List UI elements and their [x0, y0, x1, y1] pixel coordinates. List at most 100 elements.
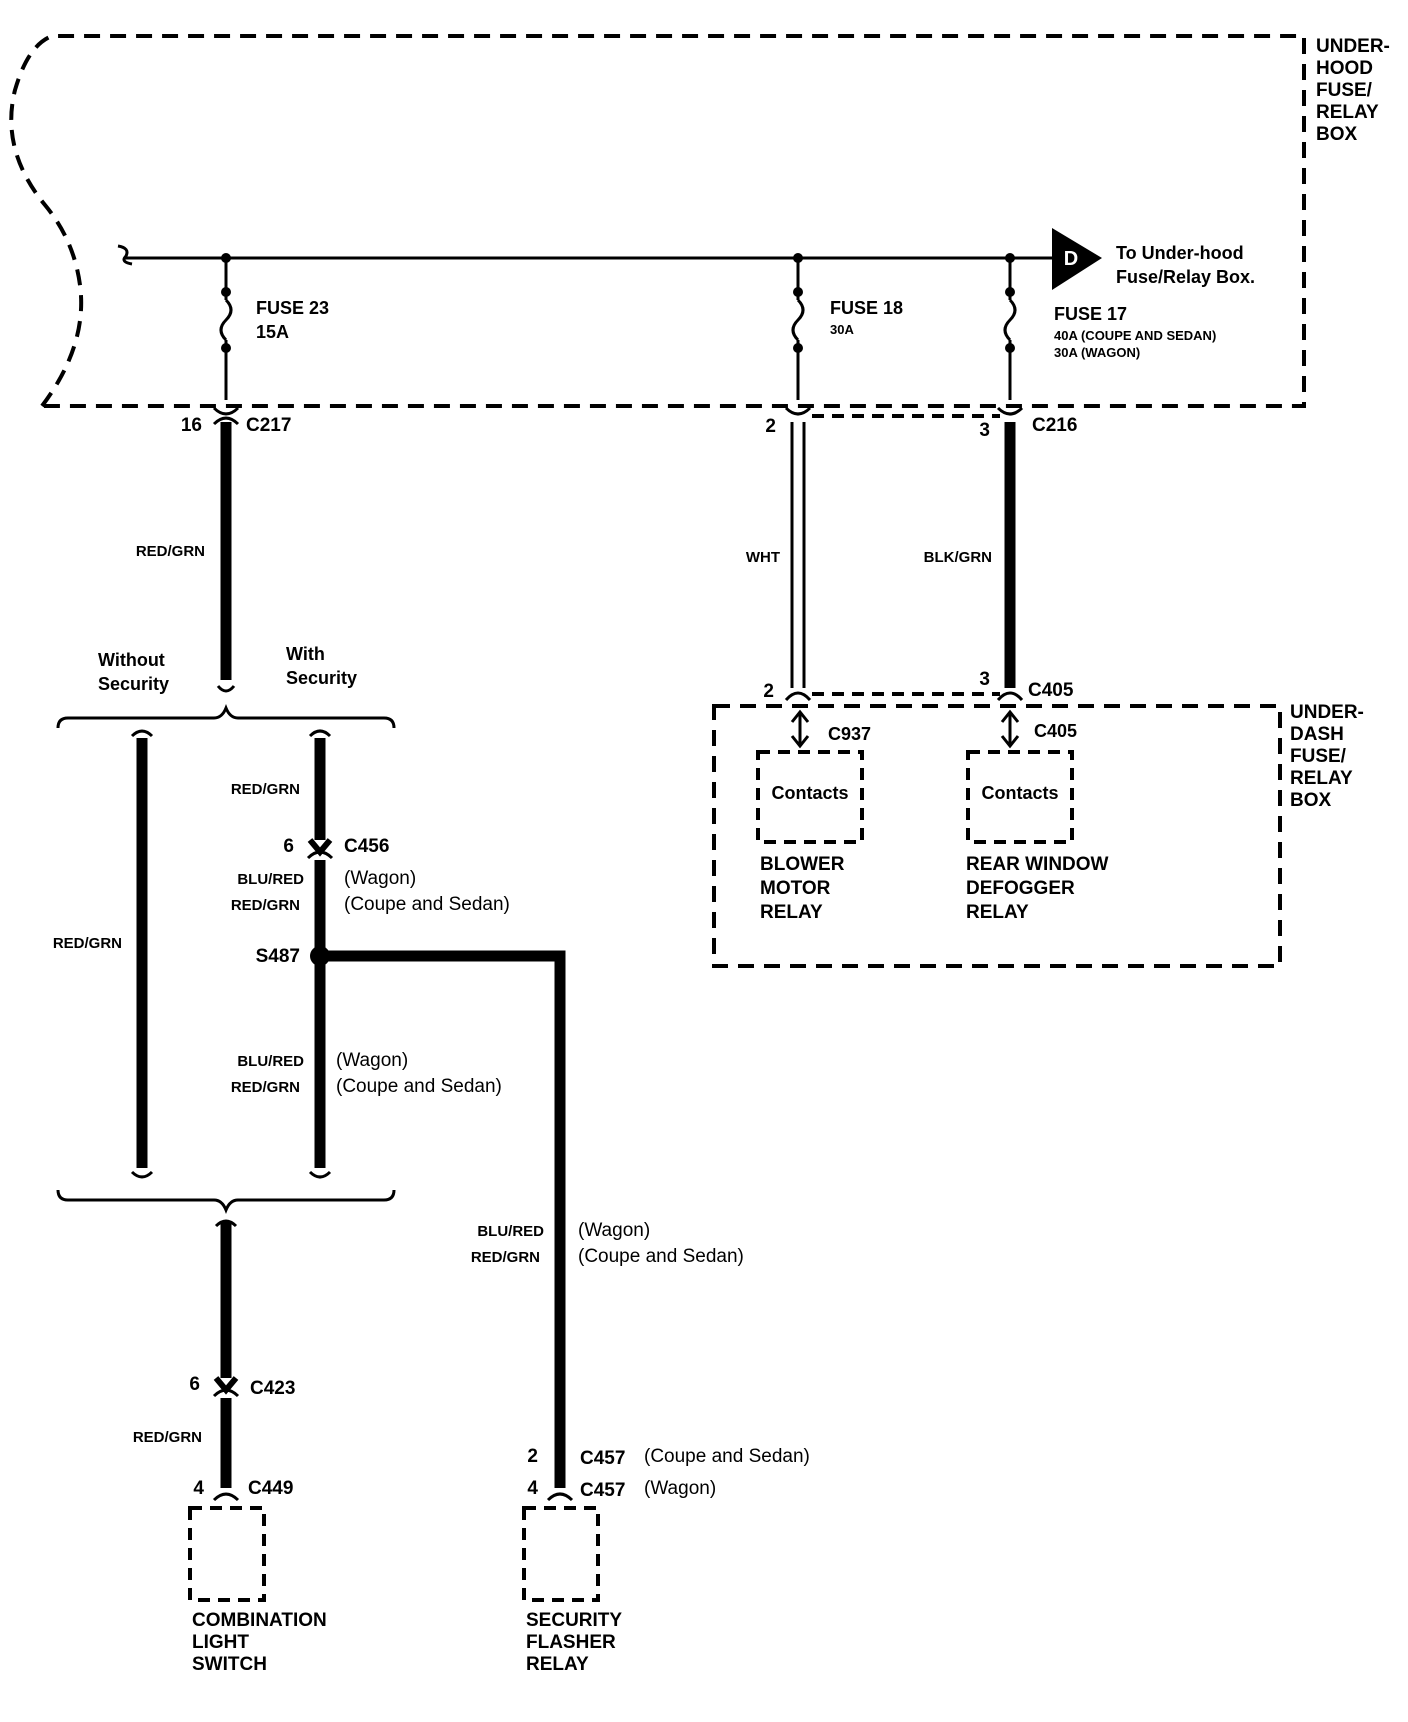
underhood-title-3: FUSE/ [1316, 80, 1373, 101]
variant-s487-coupe: (Coupe and Sedan) [336, 1076, 502, 1097]
arrow-down-icon [1000, 735, 1020, 749]
combination-switch-name-3: SWITCH [192, 1654, 267, 1675]
underhood-title-1: UNDER- [1316, 36, 1390, 57]
connector-arrow-icon [212, 1492, 240, 1502]
wire-label-s487-wagon: BLU/RED [237, 1053, 304, 1070]
underdash-fuse-relay-box: UNDER- DASH FUSE/ RELAY BOX C937 Contact… [712, 702, 1364, 968]
wire-label-with-security: RED/GRN [231, 781, 300, 798]
without-security-1: Without [98, 650, 165, 670]
power-bus: D To Under-hood Fuse/Relay Box. [117, 228, 1255, 290]
c456-name: C456 [344, 836, 389, 857]
with-security-2: Security [286, 668, 357, 688]
defogger-relay-name-3: RELAY [966, 902, 1029, 923]
fuse-18-rating: 30A [830, 322, 854, 337]
fuse-17-rating-coupe-sedan: 40A (COUPE AND SEDAN) [1054, 328, 1216, 343]
underdash-title-2: DASH [1290, 724, 1344, 745]
connector-c217: 16 C217 [181, 406, 291, 436]
flasher-relay-name-3: RELAY [526, 1654, 589, 1675]
fuse-element-icon [1003, 298, 1017, 342]
connector-arrow-icon [546, 1492, 574, 1502]
c449-pin: 4 [193, 1478, 204, 1499]
blower-relay-name-1: BLOWER [760, 854, 845, 875]
wire-end-icon [216, 685, 236, 693]
arrow-up-icon [790, 709, 810, 723]
c423-name: C423 [250, 1378, 295, 1399]
connector-c449: 4 C449 [193, 1478, 293, 1502]
wire-label-c456-coupe: RED/GRN [231, 897, 300, 914]
c216-name: C216 [1032, 415, 1077, 436]
s487-name: S487 [256, 946, 300, 967]
wire-end-icon [308, 1170, 332, 1179]
defogger-contacts-label: Contacts [981, 783, 1058, 803]
connector-arrow-icon [212, 1388, 240, 1398]
offpage-arrow-icon [1052, 228, 1102, 290]
option-bracket-bottom [56, 1189, 396, 1215]
fuse-17-rating-wagon: 30A (WAGON) [1054, 345, 1140, 360]
wire-label-flasher-wagon: BLU/RED [477, 1223, 544, 1240]
blower-contacts-box [756, 750, 864, 844]
connector-arrow-icon [306, 850, 334, 860]
combination-light-switch: COMBINATION LIGHT SWITCH [188, 1506, 327, 1675]
with-security-1: With [286, 644, 325, 664]
fuse-17: FUSE 17 40A (COUPE AND SEDAN) 30A (WAGON… [1003, 253, 1216, 400]
fuse-terminal-icon [221, 287, 231, 297]
fuse-element-icon [219, 298, 233, 342]
offpage-note-1: To Under-hood [1116, 243, 1244, 263]
offpage-note-2: Fuse/Relay Box. [1116, 267, 1255, 287]
variant-c456-coupe: (Coupe and Sedan) [344, 894, 510, 915]
c457-pin-wagon: 4 [527, 1478, 538, 1499]
bracket-bottom-icon [56, 1189, 396, 1215]
c457-name-wagon: C457 [580, 1480, 625, 1501]
connector-arrow-icon [996, 691, 1024, 702]
bus-break-symbol [117, 244, 133, 266]
connector-arrow-icon [784, 691, 812, 702]
fuse-23: FUSE 23 15A [219, 253, 329, 400]
connector-c405: 2 3 C405 [763, 669, 1073, 702]
combination-switch-box [188, 1506, 266, 1602]
blower-relay-name-2: MOTOR [760, 878, 831, 899]
offpage-letter: D [1064, 248, 1078, 270]
c216-pin-3: 3 [979, 420, 990, 441]
fuse-18-name: FUSE 18 [830, 298, 903, 318]
c423-pin: 6 [189, 1374, 200, 1395]
connector-arrow-icon [784, 406, 812, 416]
variant-c456-wagon: (Wagon) [344, 868, 416, 889]
wire-label-without-security: RED/GRN [53, 935, 122, 952]
underdash-title-3: FUSE/ [1290, 746, 1347, 767]
underdash-title-4: RELAY [1290, 768, 1353, 789]
fuse-terminal-icon [1005, 287, 1015, 297]
c217-name: C217 [246, 415, 291, 436]
variant-flasher-coupe: (Coupe and Sedan) [578, 1246, 744, 1267]
combination-switch-name-1: COMBINATION [192, 1610, 327, 1631]
variant-s487-wagon: (Wagon) [336, 1050, 408, 1071]
underhood-box-outline [9, 34, 1306, 408]
wire-label-fuse18: WHT [746, 549, 780, 566]
option-bracket-top: Without Security With Security [56, 644, 396, 729]
connector-arrow-icon [212, 416, 240, 426]
c405-pin-3: 3 [979, 669, 990, 690]
combination-switch-name-2: LIGHT [192, 1632, 249, 1653]
connector-arrow-icon [307, 838, 333, 857]
c457-pin-coupe: 2 [527, 1446, 538, 1467]
c405-name: C405 [1028, 680, 1074, 701]
underhood-title-4: RELAY [1316, 102, 1379, 123]
fuse-23-name: FUSE 23 [256, 298, 329, 318]
flasher-relay-name-1: SECURITY [526, 1610, 622, 1631]
c456-pin: 6 [283, 836, 294, 857]
fuse-23-rating: 15A [256, 322, 289, 342]
blower-contacts-label: Contacts [771, 783, 848, 803]
wire-end-icon [214, 1219, 238, 1228]
wire-label-to-switch: RED/GRN [133, 1429, 202, 1446]
c457-variant-coupe: (Coupe and Sedan) [644, 1446, 810, 1467]
c405-inner-name: C405 [1034, 721, 1077, 741]
arrow-up-icon [1000, 709, 1020, 723]
blower-motor-relay: C937 Contacts BLOWER MOTOR RELAY [756, 709, 871, 923]
wire-end-icon [130, 729, 154, 738]
underdash-box-outline [712, 704, 1282, 968]
wire-label-fuse23: RED/GRN [136, 543, 205, 560]
fuse-17-name: FUSE 17 [1054, 304, 1127, 324]
c405-pin-2: 2 [763, 681, 774, 702]
wire-label-fuse17: BLK/GRN [924, 549, 992, 566]
rear-window-defogger-relay: C405 Contacts REAR WINDOW DEFOGGER RELAY [966, 709, 1109, 923]
